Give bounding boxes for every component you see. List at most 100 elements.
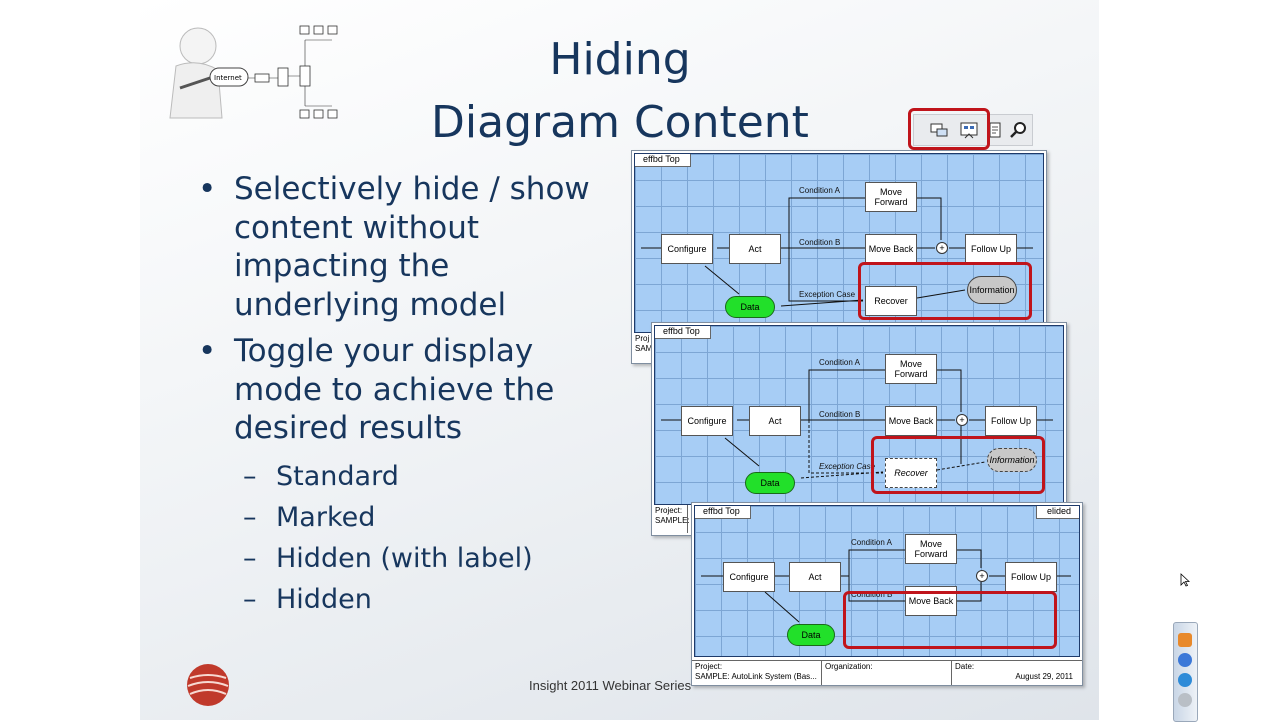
user-icon[interactable] xyxy=(1178,673,1192,687)
elided-tag: elided xyxy=(1035,506,1079,519)
edge-label: Condition A xyxy=(819,358,860,367)
sub-bullet-text: Standard xyxy=(276,460,399,492)
toolbar-highlight-frame xyxy=(908,108,990,150)
edge-label: Exception Case xyxy=(819,462,876,471)
node-label: Forward xyxy=(894,369,928,379)
network-clipart-icon: Internet xyxy=(169,25,338,119)
browser-icon[interactable] xyxy=(1178,653,1192,667)
settings-icon[interactable] xyxy=(1178,693,1192,707)
footer-text: Insight 2011 Webinar Series xyxy=(529,678,692,693)
node-follow-up[interactable]: Follow Up xyxy=(965,234,1017,264)
bullet-item: • Selectively hide / show content withou… xyxy=(198,170,590,324)
recover-highlight-frame xyxy=(858,262,1032,320)
footer-text: Date: xyxy=(955,662,975,671)
footer-org-cell: Organization: xyxy=(822,661,952,685)
sub-bullet-text: Hidden xyxy=(276,583,372,615)
dash-icon: – xyxy=(243,542,257,574)
side-taskbar xyxy=(1173,622,1198,722)
node-act[interactable]: Act xyxy=(789,562,841,592)
node-recover[interactable]: Recover xyxy=(865,286,917,316)
diagram-connectors xyxy=(641,197,1033,307)
edge-label: Condition B xyxy=(819,410,861,419)
node-data[interactable]: Data xyxy=(725,296,775,318)
app-icon[interactable] xyxy=(1178,633,1192,647)
zoom-icon[interactable] xyxy=(1008,119,1030,141)
title-line-1: Hiding xyxy=(549,34,691,85)
edge-label: Condition A xyxy=(851,538,892,547)
junction-icon: + xyxy=(956,414,968,426)
page-icon[interactable] xyxy=(984,119,1006,141)
bullet-text-line: mode to achieve the xyxy=(234,371,555,408)
node-act[interactable]: Act xyxy=(729,234,781,264)
dash-icon: – xyxy=(243,501,257,533)
sub-bullet-text: Marked xyxy=(276,501,376,533)
footer-text: August 29, 2011 xyxy=(1015,672,1073,681)
panel-footer-cell: Project:SAMPLE: xyxy=(652,505,690,533)
bullet-text-line: underlying model xyxy=(234,286,507,323)
panel-tab: effbd Top xyxy=(655,326,711,339)
slide-title: Hiding Diagram Content xyxy=(410,28,830,154)
bullet-dot-icon: • xyxy=(198,171,217,207)
title-line-2: Diagram Content xyxy=(431,97,809,148)
presentation-slide: Internet Hiding Diagram Content • Select… xyxy=(140,0,1099,720)
node-move-back[interactable]: Move Back xyxy=(865,234,917,264)
edge-label: Exception Case xyxy=(799,290,856,299)
footer-text: Organization: xyxy=(825,662,873,671)
junction-icon: + xyxy=(976,570,988,582)
footer-text: SAMPLE: AutoLink System (Bas... xyxy=(695,672,817,681)
diagram-connectors xyxy=(701,549,1071,623)
bullet-text-line: impacting the xyxy=(234,248,450,284)
bullet-dot-icon: • xyxy=(198,333,217,369)
node-data[interactable]: Data xyxy=(787,624,835,646)
footer-text: Project: xyxy=(655,506,683,515)
dash-icon: – xyxy=(243,460,257,492)
node-configure[interactable]: Configure xyxy=(723,562,775,592)
footer-project-cell: Project:SAMPLE: AutoLink System (Bas... xyxy=(692,661,822,685)
node-information[interactable]: Information xyxy=(967,276,1017,304)
panel-tab: effbd Top xyxy=(635,154,691,167)
node-information-marked[interactable]: Information xyxy=(987,448,1037,472)
node-label: Forward xyxy=(874,197,908,207)
diagram-toolbar xyxy=(913,114,1033,146)
node-configure[interactable]: Configure xyxy=(681,406,733,436)
sub-bullet-item: –Hidden xyxy=(198,579,590,620)
junction-icon: + xyxy=(936,242,948,254)
footer-text: SAMPLE: xyxy=(655,516,690,525)
svg-text:Internet: Internet xyxy=(214,74,242,82)
edge-label: Condition B xyxy=(799,238,841,247)
panel-tab: effbd Top xyxy=(695,506,751,519)
node-configure[interactable]: Configure xyxy=(661,234,713,264)
node-follow-up[interactable]: Follow Up xyxy=(985,406,1037,436)
node-act[interactable]: Act xyxy=(749,406,801,436)
node-label: Move xyxy=(919,539,942,549)
node-move-back[interactable]: Move Back xyxy=(885,406,937,436)
sub-bullet-item: –Marked xyxy=(198,497,590,538)
recover-highlight-frame-2 xyxy=(871,436,1045,494)
node-label: Move xyxy=(879,187,902,197)
diagram-connectors xyxy=(661,369,1053,479)
bullet-text-line: Selectively hide / show xyxy=(234,171,590,207)
sub-bullet-text: Hidden (with label) xyxy=(276,542,533,574)
node-data[interactable]: Data xyxy=(745,472,795,494)
bullet-text-line: content without xyxy=(234,209,480,246)
sub-bullet-item: –Standard xyxy=(198,456,590,497)
bullet-text-line: desired results xyxy=(234,410,463,446)
node-follow-up[interactable]: Follow Up xyxy=(1005,562,1057,592)
node-label: Move xyxy=(899,359,922,369)
footer-text: SAMP xyxy=(635,344,658,353)
node-label: Forward xyxy=(914,549,948,559)
display-mode-icon[interactable] xyxy=(958,119,980,141)
mark-toggle-icon[interactable] xyxy=(928,119,950,141)
node-recover-marked[interactable]: Recover xyxy=(885,458,937,488)
footer-text: Project: xyxy=(695,662,723,671)
edge-label: Condition B xyxy=(851,590,893,599)
panel-footer-table: Project:SAMPLE: AutoLink System (Bas... … xyxy=(692,660,1082,685)
